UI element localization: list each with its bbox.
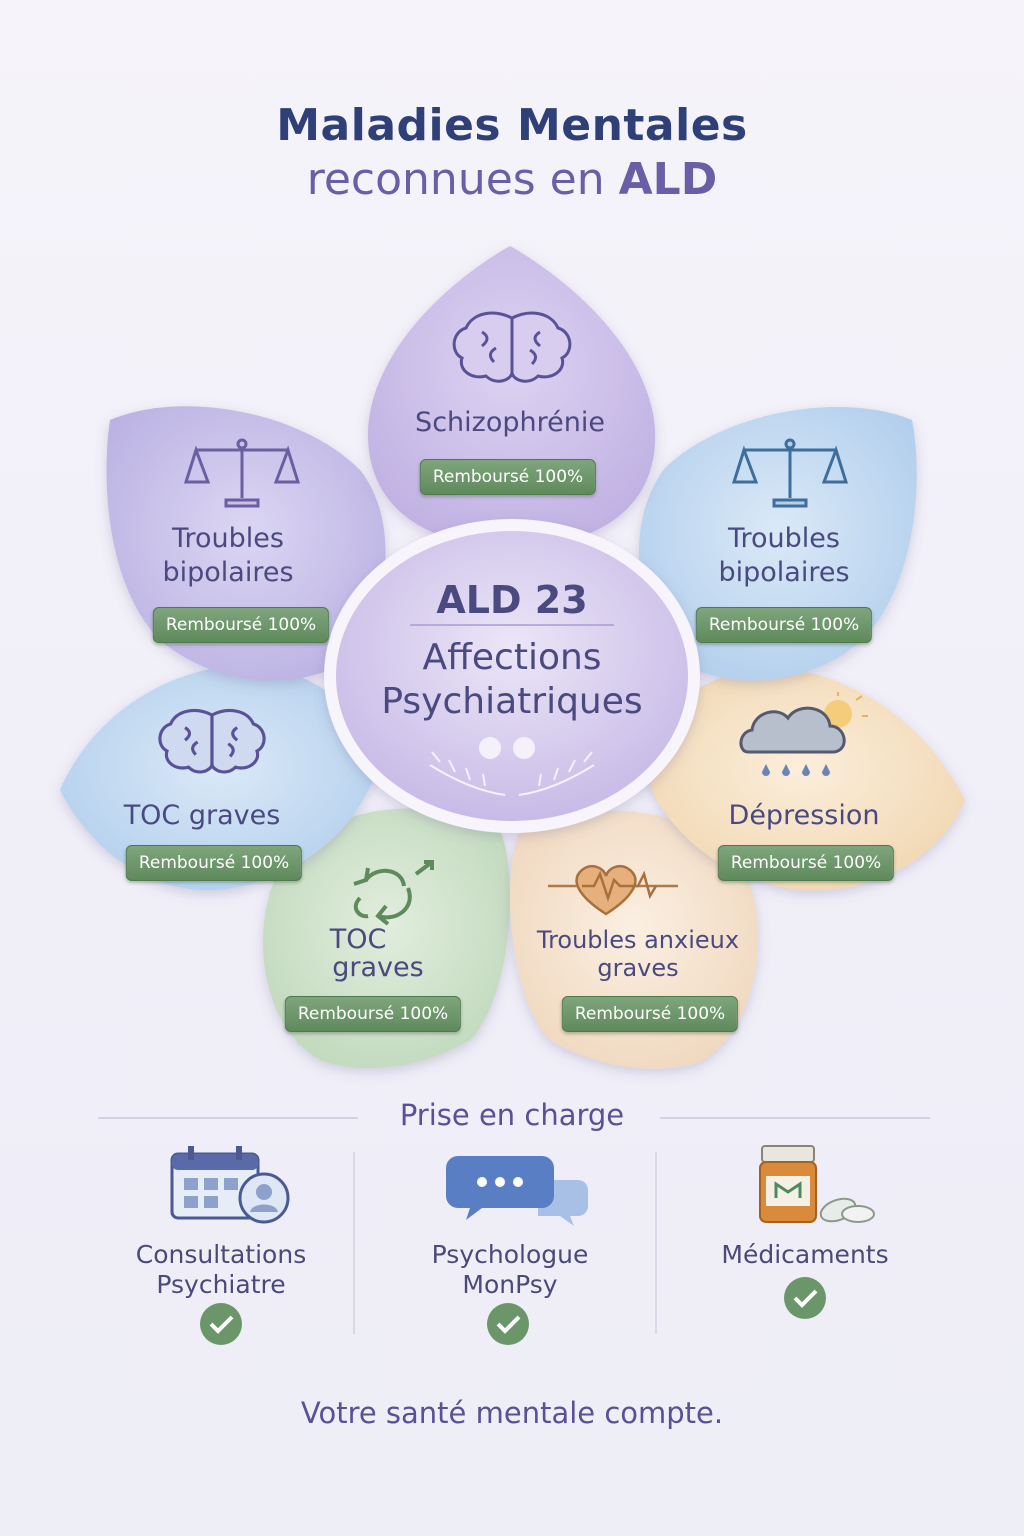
pearl-left <box>479 737 501 759</box>
care-line: MonPsy <box>462 1270 558 1299</box>
label-line: graves <box>597 954 679 982</box>
petal-schizophrenie <box>367 246 656 548</box>
medicine-bottle-icon <box>759 1145 875 1223</box>
care-line: Consultations <box>135 1240 307 1269</box>
petal-label-toc-left: TOC graves <box>123 800 281 831</box>
chat-bubbles-icon <box>446 1156 588 1226</box>
center-circle <box>336 531 688 821</box>
badge-bipolaires-right: Remboursé 100% <box>695 607 873 643</box>
center-subtitle-line: Psychiatriques <box>381 681 643 722</box>
check-icon <box>487 1303 529 1345</box>
petal-depression <box>640 667 965 891</box>
scales-icon <box>731 438 849 508</box>
care-title: Prise en charge <box>399 1098 625 1132</box>
heart-pulse-icon <box>548 865 678 916</box>
brain-icon <box>158 708 266 774</box>
label-line: Troubles <box>172 523 284 554</box>
label-line: graves <box>332 952 424 983</box>
calendar-icon <box>170 1146 290 1224</box>
petal-label-schizophrenie: Schizophrénie <box>415 407 605 438</box>
cloud-rain-icon <box>739 692 868 776</box>
check-icon <box>200 1303 242 1345</box>
subtitle-emphasis: ALD <box>618 154 718 205</box>
care-line: Psychiatre <box>156 1270 286 1299</box>
page-subtitle: reconnues en ALD <box>0 154 1024 205</box>
center-subtitle-line: Affections <box>422 637 602 678</box>
label-line: TOC <box>329 924 387 955</box>
badge-schizophrenie: Remboursé 100% <box>419 459 597 495</box>
check-icon <box>784 1277 826 1319</box>
scales-icon <box>183 438 301 508</box>
petal-label-depression: Dépression <box>728 800 880 831</box>
care-item-medicaments: Médicaments <box>721 1240 889 1269</box>
petal-toc-graves-left <box>60 665 380 891</box>
label-line: bipolaires <box>162 557 294 588</box>
brain-icon <box>452 311 572 383</box>
label-line: bipolaires <box>718 557 850 588</box>
badge-depression: Remboursé 100% <box>717 845 895 881</box>
pearl-right <box>513 737 535 759</box>
label-line: Troubles anxieux <box>536 926 740 954</box>
footer-tagline: Votre santé mentale compte. <box>300 1396 724 1430</box>
badge-anxieux: Remboursé 100% <box>561 996 739 1032</box>
label-line: Troubles <box>728 523 840 554</box>
badge-bipolaires-left: Remboursé 100% <box>152 607 330 643</box>
badge-toc-bottom: Remboursé 100% <box>284 996 462 1032</box>
care-line: Psychologue <box>431 1240 589 1269</box>
subtitle-prefix: reconnues en <box>306 154 619 205</box>
cycle-arrows-icon <box>353 860 434 926</box>
center-title: ALD 23 <box>436 578 588 622</box>
laurel-icon <box>429 751 595 796</box>
page-title: Maladies Mentales <box>276 100 748 151</box>
badge-toc-left: Remboursé 100% <box>125 845 303 881</box>
